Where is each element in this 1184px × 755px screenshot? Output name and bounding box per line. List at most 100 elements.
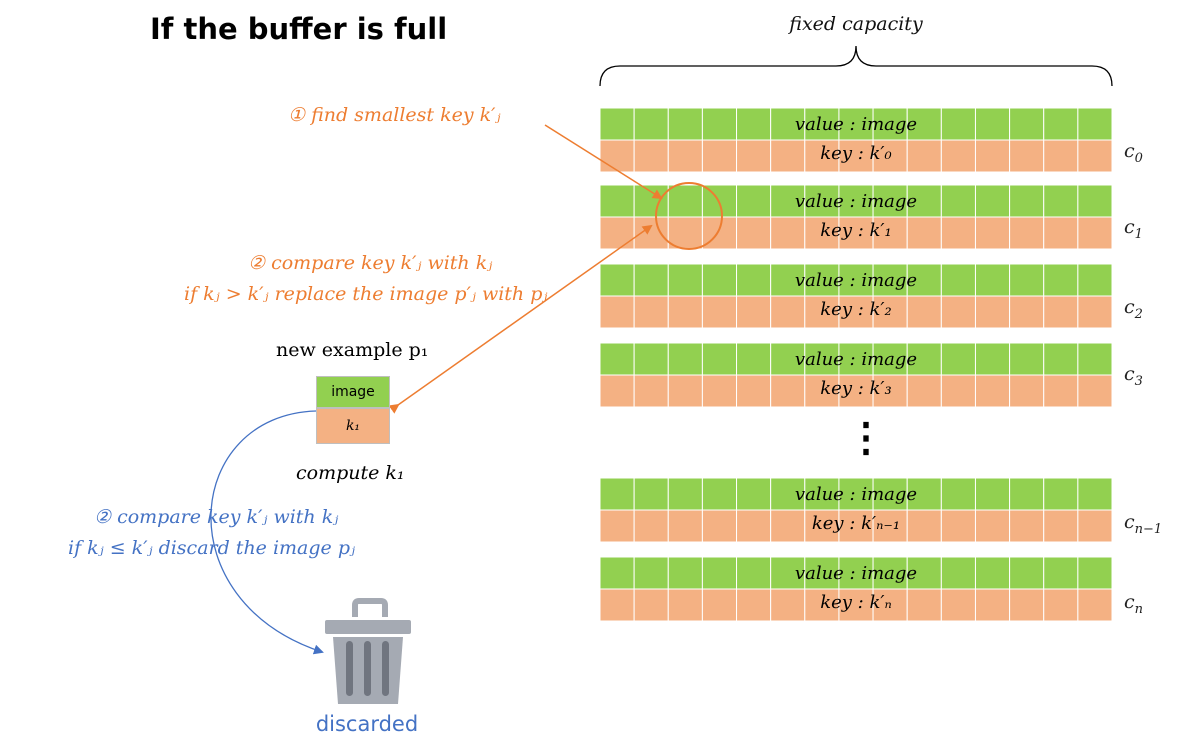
buffer-cell — [1077, 139, 1113, 173]
compute-key-label: compute k₁ — [296, 462, 405, 484]
buffer-cell — [667, 374, 703, 408]
buffer-cell — [1077, 374, 1113, 408]
row-key-label: key : k′₀ — [820, 143, 892, 164]
buffer-cell — [838, 184, 874, 218]
buffer-cell — [1043, 588, 1079, 622]
capacity-brace — [599, 45, 1113, 87]
replace-arrow — [388, 224, 653, 414]
buffer-row-cn-1: value : image key : k′ₙ₋₁ — [600, 478, 1112, 542]
buffer-row-cn: value : image key : k′ₙ — [600, 557, 1112, 621]
buffer-cell — [770, 216, 806, 250]
buffer-cell — [974, 374, 1011, 408]
buffer-row-c2: value : image key : k′₂ — [600, 264, 1112, 328]
row-value-label: value : image — [794, 563, 918, 584]
buffer-cell — [838, 139, 874, 173]
buffer-cell — [1043, 139, 1079, 173]
buffer-cell — [872, 139, 908, 173]
buffer-cell — [701, 588, 738, 622]
buffer-cell — [667, 556, 703, 590]
step1-find-smallest-key: ① find smallest key k′ⱼ — [288, 104, 501, 126]
buffer-cell — [838, 216, 874, 250]
buffer-cell — [1077, 295, 1113, 329]
row-key-label: key : k′₁ — [820, 220, 892, 241]
discarded-label: discarded — [315, 712, 419, 736]
buffer-cell — [838, 556, 874, 590]
buffer-cell — [736, 342, 772, 376]
row-label-c0: c0 — [1124, 140, 1143, 166]
buffer-cell — [906, 216, 942, 250]
step2-compare-replace-line1: ② compare key k′ⱼ with kⱼ — [248, 252, 493, 274]
buffer-cell — [770, 509, 806, 543]
buffer-cell — [1009, 588, 1045, 622]
buffer-cell — [974, 139, 1011, 173]
buffer-cell — [667, 263, 703, 297]
buffer-cell — [1043, 509, 1079, 543]
buffer-cell — [906, 477, 942, 511]
step2-compare-discard-line2: if kⱼ ≤ k′ⱼ discard the image pⱼ — [68, 537, 356, 559]
buffer-cell — [770, 263, 806, 297]
buffer-cell — [736, 588, 772, 622]
buffer-cell — [633, 107, 669, 141]
buffer-cell — [1043, 556, 1079, 590]
buffer-cell — [940, 477, 976, 511]
fixed-capacity-label: fixed capacity — [789, 13, 923, 35]
buffer-cell — [838, 342, 874, 376]
buffer-cell — [804, 295, 840, 329]
buffer-cell — [701, 477, 738, 511]
buffer-row-c1: value : image key : k′₁ — [600, 185, 1112, 249]
buffer-cell — [667, 509, 703, 543]
buffer-cell — [906, 588, 942, 622]
buffer-cell — [804, 509, 840, 543]
highlight-circle — [655, 182, 723, 250]
buffer-cell — [736, 509, 772, 543]
buffer-cell — [633, 556, 669, 590]
row-label-c2: c2 — [1124, 296, 1143, 322]
buffer-cell — [906, 374, 942, 408]
buffer-cell — [804, 374, 840, 408]
buffer-cell — [1009, 139, 1045, 173]
buffer-cell — [667, 216, 703, 250]
buffer-cell — [974, 295, 1011, 329]
discard-arrow — [210, 410, 324, 655]
buffer-cell — [1009, 477, 1045, 511]
buffer-cell — [940, 295, 976, 329]
buffer-cell — [633, 477, 669, 511]
buffer-cell — [804, 263, 840, 297]
buffer-cell — [838, 588, 874, 622]
new-example-key-cell: k₁ — [316, 408, 390, 444]
buffer-cell — [872, 556, 908, 590]
buffer-cell — [940, 588, 976, 622]
buffer-cell — [838, 509, 874, 543]
buffer-cell — [838, 477, 874, 511]
buffer-cell — [1077, 107, 1113, 141]
buffer-cell — [804, 556, 840, 590]
buffer-cell — [599, 477, 635, 511]
buffer-cell — [804, 342, 840, 376]
buffer-cell — [1077, 263, 1113, 297]
buffer-cell — [1043, 263, 1079, 297]
buffer-cell — [804, 184, 840, 218]
buffer-cell — [599, 139, 635, 173]
buffer-cell — [736, 295, 772, 329]
buffer-cell — [1077, 216, 1113, 250]
buffer-cell — [974, 216, 1011, 250]
row-value-label: value : image — [794, 270, 918, 291]
buffer-cell — [940, 107, 976, 141]
buffer-ellipsis: ⋮ — [846, 414, 886, 461]
buffer-cell — [633, 139, 669, 173]
step2-compare-discard-line1: ② compare key k′ⱼ with kⱼ — [94, 506, 339, 528]
buffer-cell — [1009, 342, 1045, 376]
row-value-label: value : image — [794, 484, 918, 505]
buffer-cell — [974, 477, 1011, 511]
row-label-cn: cn — [1124, 591, 1144, 617]
buffer-row-c0: value : image key : k′₀ — [600, 108, 1112, 172]
new-example-label: new example p₁ — [276, 339, 429, 361]
buffer-cell — [701, 139, 738, 173]
buffer-cell — [940, 263, 976, 297]
buffer-cell — [974, 556, 1011, 590]
row-value-label: value : image — [794, 191, 918, 212]
row-key-label: key : k′ₙ — [820, 592, 892, 613]
buffer-cell — [736, 139, 772, 173]
buffer-cell — [770, 139, 806, 173]
